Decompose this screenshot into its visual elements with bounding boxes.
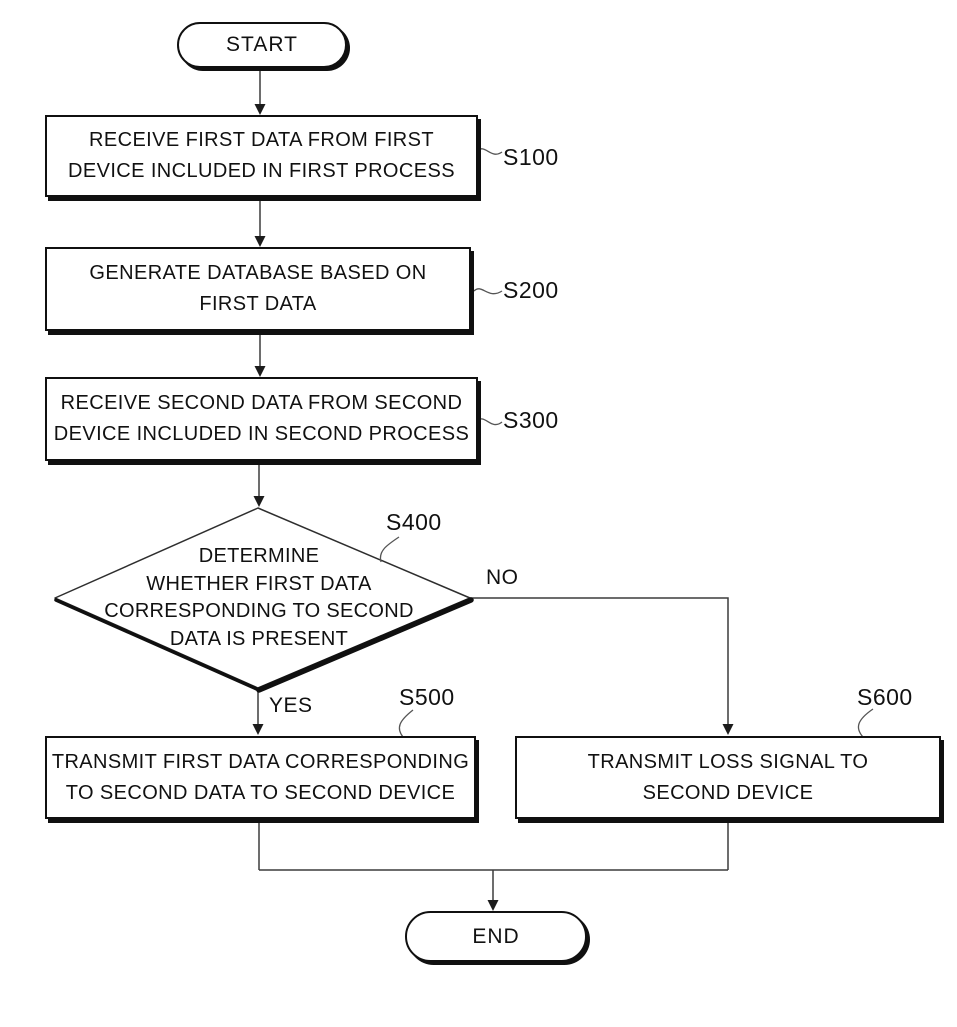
process-box-s600: TRANSMIT LOSS SIGNAL TO SECOND DEVICE [515, 736, 941, 819]
process-box-s100: RECEIVE FIRST DATA FROM FIRST DEVICE INC… [45, 115, 478, 197]
process-text-line: SECOND DEVICE [642, 781, 814, 804]
start-label: START [226, 33, 298, 56]
decision-text-line: CORRESPONDING TO SECOND [104, 600, 414, 623]
start-terminal: START [177, 22, 347, 68]
process-box-s200: GENERATE DATABASE BASED ON FIRST DATA [45, 247, 471, 331]
step-label-s300: S300 [503, 407, 559, 433]
leader-s100 [476, 148, 503, 155]
step-label-s500: S500 [399, 684, 455, 710]
leader-s600 [857, 708, 874, 738]
leader-s200 [473, 288, 503, 295]
arrowhead-into-s600 [722, 724, 734, 735]
arrowhead-into-s200 [254, 236, 266, 247]
process-text-line: DEVICE INCLUDED IN SECOND PROCESS [53, 423, 470, 445]
process-text-line: TRANSMIT LOSS SIGNAL TO [587, 750, 869, 773]
process-box-s500: TRANSMIT FIRST DATA CORRESPONDING TO SEC… [45, 736, 476, 819]
process-text-line: TRANSMIT FIRST DATA CORRESPONDING [51, 750, 470, 773]
leader-s300 [476, 418, 503, 426]
decision-text: DETERMINE WHETHER FIRST DATA CORRESPONDI… [98, 543, 420, 653]
branch-label-no: NO [486, 566, 519, 589]
arrowhead-into-s100 [254, 104, 266, 115]
end-label: END [472, 924, 520, 948]
decision-diamond-shadow-right [256, 597, 474, 693]
decision-text-line: WHETHER FIRST DATA [146, 572, 372, 595]
leader-s500 [398, 709, 414, 738]
process-text-line: FIRST DATA [199, 293, 317, 315]
arrowhead-into-s300 [254, 366, 266, 377]
step-label-s100: S100 [503, 144, 559, 170]
process-text-line: GENERATE DATABASE BASED ON [89, 262, 427, 284]
end-terminal: END [405, 911, 587, 962]
arrowhead-into-decision [253, 496, 265, 507]
decision-diamond-shadow-left [54, 598, 261, 692]
step-label-s600: S600 [857, 684, 913, 710]
step-label-s400: S400 [386, 509, 442, 535]
arrowhead-into-end [487, 900, 499, 911]
arrowhead-into-s500 [252, 724, 264, 735]
arrow-line-decision-no-to-s600 [470, 597, 729, 724]
process-box-s300: RECEIVE SECOND DATA FROM SECOND DEVICE I… [45, 377, 478, 461]
process-text-line: RECEIVE FIRST DATA FROM FIRST [89, 129, 434, 151]
decision-text-line: DETERMINE [198, 545, 320, 567]
process-text-line: DEVICE INCLUDED IN FIRST PROCESS [68, 160, 455, 182]
leader-s400 [379, 536, 400, 563]
step-label-s200: S200 [503, 277, 559, 303]
decision-text-line: DATA IS PRESENT [169, 627, 349, 650]
branch-label-yes: YES [269, 694, 313, 717]
process-text-line: RECEIVE SECOND DATA FROM SECOND [60, 392, 463, 414]
process-text-line: TO SECOND DATA TO SECOND DEVICE [65, 781, 456, 804]
